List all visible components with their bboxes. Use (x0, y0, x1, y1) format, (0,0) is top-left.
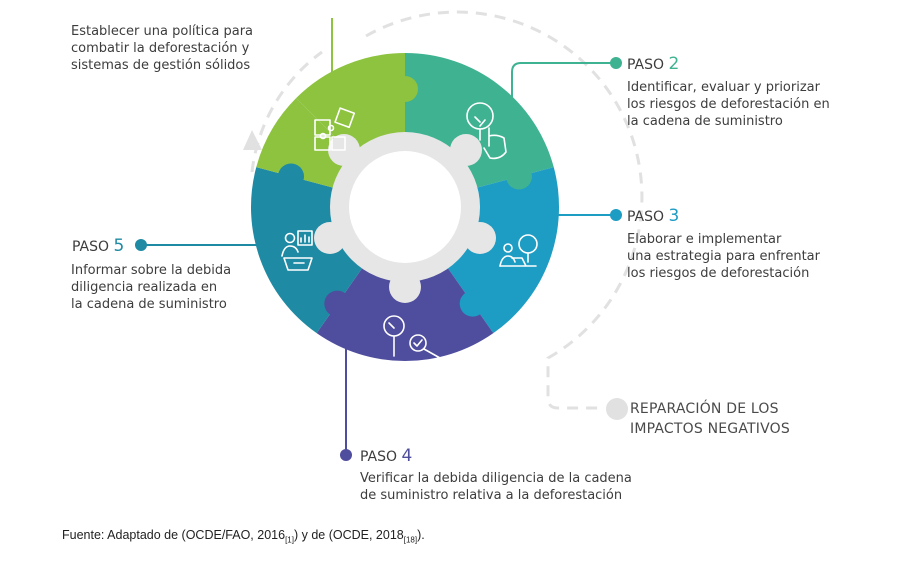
step3-number: 3 (668, 206, 680, 226)
puzzle-knob-4 (324, 290, 351, 317)
step1-description: Establecer una política para combatir la… (71, 24, 254, 73)
source-note: Fuente: Adaptado de (OCDE/FAO, 2016[1]) … (62, 528, 425, 545)
step5-number: 5 (113, 236, 125, 256)
puzzle-knob-1 (392, 76, 418, 102)
connector-dot-step2 (610, 57, 622, 69)
ring-segment-step1 (296, 53, 405, 162)
step3-description: Elaborar e implementar una estrategia pa… (627, 232, 820, 281)
person-laptop-tree-icon (499, 234, 538, 267)
step5-heading: PASO 5 (72, 236, 124, 256)
puzzle-knob-5 (278, 163, 305, 190)
puzzle-knob-3 (459, 290, 486, 317)
repair-marker (606, 398, 628, 420)
step2-description: Identificar, evaluar y priorizar los rie… (627, 80, 830, 129)
center-hub (314, 132, 496, 303)
step5-label: PASO (72, 239, 110, 255)
tree-magnifier-icon (383, 315, 441, 359)
step5-description: Informar sobre la debida diligencia real… (71, 263, 232, 312)
step3-heading: PASO 3 (627, 206, 679, 226)
connector-dot-step4 (340, 449, 352, 461)
tree-hand-icon (466, 102, 507, 160)
repair-label: REPARACIÓN DE LOS IMPACTOS NEGATIVOS (630, 401, 790, 437)
step4-number: 4 (401, 446, 413, 466)
ring-segment-step4 (316, 259, 494, 361)
connector-dot-step3 (610, 209, 622, 221)
step2-number: 2 (668, 54, 680, 74)
connectors (135, 18, 622, 461)
cycle-arrowhead (243, 130, 262, 150)
puzzle-icon (314, 107, 356, 151)
step2-label: PASO (627, 57, 665, 73)
step4-label: PASO (360, 449, 398, 465)
step2-heading: PASO 2 (627, 54, 679, 74)
step4-heading: PASO 4 (360, 446, 412, 466)
connector-step2 (511, 62, 612, 110)
puzzle-knob-2 (505, 163, 532, 190)
step3-label: PASO (627, 209, 665, 225)
connector-dot-step5 (135, 239, 147, 251)
step4-description: Verificar la debida diligencia de la cad… (360, 471, 632, 503)
person-report-icon (281, 230, 313, 271)
puzzle-ring (251, 53, 559, 361)
